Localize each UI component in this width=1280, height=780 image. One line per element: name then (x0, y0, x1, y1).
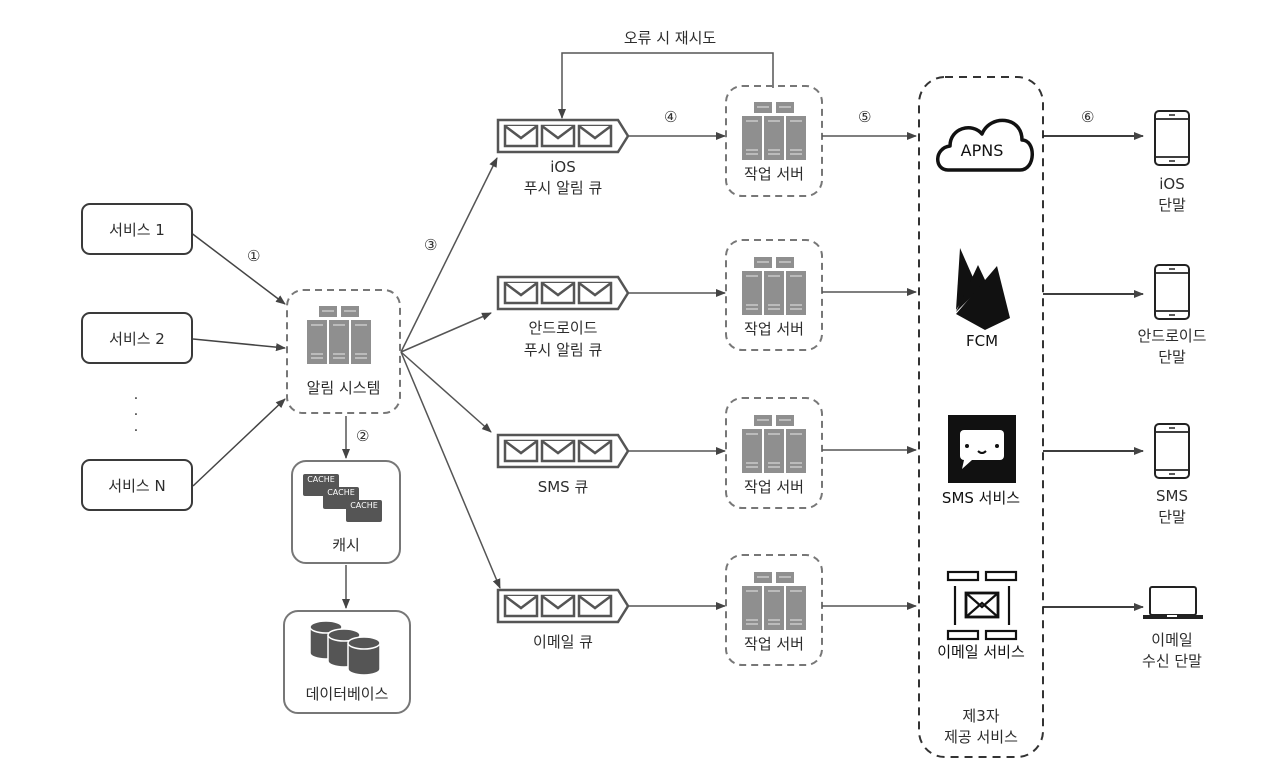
worker-server-icon (741, 101, 807, 161)
arrow-system-to-email-queue (400, 351, 501, 589)
android-queue-icon (496, 275, 630, 311)
retry-label: 오류 시 재시도 (623, 29, 717, 47)
phone-icon (1154, 110, 1190, 166)
apns-label: APNS (960, 141, 1004, 160)
ellipsis-dot: · (133, 407, 139, 423)
service-1-box: 서비스 1 (81, 203, 193, 255)
phone-icon (1154, 264, 1190, 320)
sms-device-label-line2: 단말 (1158, 508, 1186, 526)
worker-server-icon (741, 571, 807, 631)
ellipsis-dot: · (133, 423, 139, 439)
cache-chip-label: CACHE (307, 475, 335, 484)
email-service-icon (946, 570, 1018, 641)
third-party-group (918, 76, 1044, 758)
sms-service-label: SMS 서비스 (941, 489, 1021, 507)
cache-chips-icon (303, 474, 382, 522)
database-cylinders-icon (309, 620, 381, 676)
ios-device-label-line2: 단말 (1158, 196, 1186, 214)
chat-bubble-icon (948, 415, 1016, 483)
worker-label: 작업 서버 (744, 478, 804, 496)
laptop-icon (1143, 586, 1203, 619)
android-queue-label-line2: 푸시 알림 큐 (523, 341, 603, 359)
retry-loop-arrow (558, 52, 774, 119)
arrow-service1-to-system (189, 231, 286, 305)
arrow-system-to-ios-queue (400, 157, 498, 353)
fcm-label: FCM (965, 332, 999, 350)
worker-label: 작업 서버 (744, 320, 804, 338)
third-party-group-label-line2: 제공 서비스 (944, 728, 1018, 746)
notification-system-box (286, 289, 401, 414)
email-device-label-line1: 이메일 (1151, 631, 1193, 649)
step-6-label: ⑥ (1081, 108, 1095, 126)
cache-chip-label: CACHE (350, 501, 378, 510)
notification-system-label: 알림 시스템 (306, 379, 381, 397)
sms-queue-label: SMS 큐 (537, 478, 589, 496)
android-queue-label-line1: 안드로이드 (528, 319, 598, 337)
cache-label: 캐시 (332, 536, 360, 554)
arrow-service2-to-system (192, 338, 286, 352)
ios-queue-icon (496, 118, 630, 154)
worker-label: 작업 서버 (744, 635, 804, 653)
firebase-icon (956, 248, 1010, 330)
worker-server-icon (741, 256, 807, 316)
email-device-label-line2: 수신 단말 (1142, 652, 1202, 670)
arrow-system-to-sms-queue (400, 351, 492, 433)
step-3-label: ③ (424, 236, 438, 254)
ellipsis-dot: · (133, 391, 139, 407)
cloud-icon (936, 118, 1034, 172)
worker-label: 작업 서버 (744, 165, 804, 183)
service-n-label: 서비스 N (108, 476, 166, 495)
arrow-serviceN-to-system (192, 398, 286, 487)
step-4-label: ④ (664, 108, 678, 126)
android-device-label-line2: 단말 (1158, 348, 1186, 366)
service-2-label: 서비스 2 (109, 329, 165, 348)
ios-device-label-line1: iOS (1159, 175, 1185, 193)
step-2-label: ② (356, 427, 370, 445)
step-1-label: ① (247, 247, 261, 265)
arrow-system-to-android-queue (400, 312, 492, 353)
android-device-label-line1: 안드로이드 (1137, 327, 1207, 345)
server-cluster-icon (306, 305, 372, 365)
sms-device-label-line1: SMS (1156, 487, 1188, 505)
third-party-group-label-line1: 제3자 (962, 707, 1000, 725)
phone-icon (1154, 423, 1190, 479)
ios-queue-label-line2: 푸시 알림 큐 (523, 179, 603, 197)
email-queue-icon (496, 588, 630, 624)
service-2-box: 서비스 2 (81, 312, 193, 364)
worker-server-icon (741, 414, 807, 474)
email-service-label: 이메일 서비스 (937, 643, 1025, 661)
email-queue-label: 이메일 큐 (533, 633, 593, 651)
ios-queue-label-line1: iOS (550, 158, 576, 176)
cache-chip-label: CACHE (327, 488, 355, 497)
sms-queue-icon (496, 433, 630, 469)
database-label: 데이터베이스 (305, 685, 389, 703)
service-1-label: 서비스 1 (109, 220, 165, 239)
step-5-label: ⑤ (858, 108, 872, 126)
service-n-box: 서비스 N (81, 459, 193, 511)
